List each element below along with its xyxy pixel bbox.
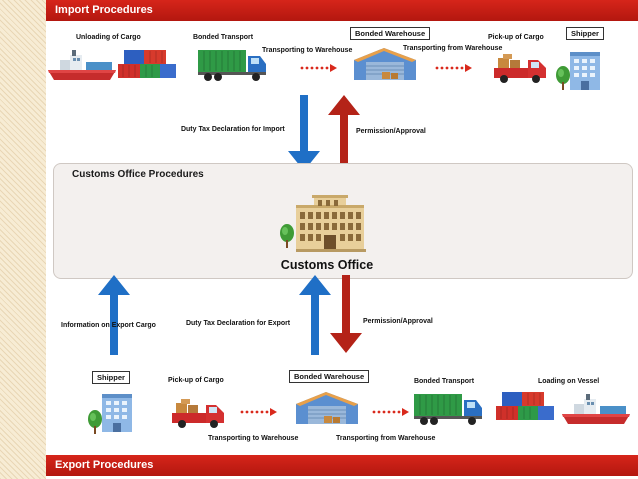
dotted-arrow-icon [240,408,277,416]
export-bonded-warehouse-label: Bonded Warehouse [289,370,370,383]
pickup-truck-icon [172,399,224,428]
permission-export-arrow-icon [330,275,362,353]
duty-tax-export-label: Duty Tax Declaration for Export [186,318,291,327]
permission-import-label: Permission/Approval [356,126,426,135]
side-hatch-decoration [0,0,46,479]
duty-tax-export-arrow-icon [299,275,331,355]
warehouse-icon [353,47,417,81]
containers-icon [496,391,555,421]
customs-office-procedures-title: Customs Office Procedures [72,169,204,180]
export-transporting-from-label: Transporting from Warehouse [336,433,436,442]
customs-office-label: Customs Office [280,258,374,272]
customs-building-icon [296,195,366,252]
cargo-ship-icon [48,50,116,80]
office-building-icon [102,394,132,432]
export-shipper-label: Shipper [92,371,130,384]
permission-export-label: Permission/Approval [363,316,433,325]
containers-icon [118,49,177,79]
dotted-arrow-icon [300,64,337,72]
shipper-label: Shipper [566,27,604,40]
pickup-truck-icon [494,54,546,83]
container-truck-icon [198,49,267,82]
bonded-warehouse-label: Bonded Warehouse [350,27,431,40]
pickup-label: Pick-up of Cargo [488,32,544,41]
duty-tax-import-arrow-icon [288,95,320,171]
transporting-to-warehouse-label: Transporting to Warehouse [262,45,353,54]
transporting-from-warehouse-label: Transporting from Warehouse [403,43,503,52]
cargo-ship-icon [562,394,630,424]
permission-import-arrow-icon [328,95,360,173]
duty-tax-import-label: Duty Tax Declaration for Import [181,124,285,133]
information-export-label: Information on Export Cargo [61,320,156,329]
import-procedures-header: Import Procedures [46,0,638,21]
bonded-transport-label: Bonded Transport [193,32,254,41]
dotted-arrow-icon [372,408,409,416]
container-truck-icon [414,393,483,426]
warehouse-icon [295,391,359,425]
export-transporting-to-label: Transporting to Warehouse [208,433,299,442]
loading-on-vessel-label: Loading on Vessel [538,376,600,385]
export-bonded-transport-label: Bonded Transport [414,376,475,385]
office-building-icon [570,52,600,90]
dotted-arrow-icon [435,64,472,72]
tree-icon [280,224,294,248]
export-pickup-label: Pick-up of Cargo [168,375,224,384]
export-procedures-footer: Export Procedures [46,455,638,476]
unloading-label: Unloading of Cargo [76,32,141,41]
information-export-arrow-icon [98,275,130,355]
